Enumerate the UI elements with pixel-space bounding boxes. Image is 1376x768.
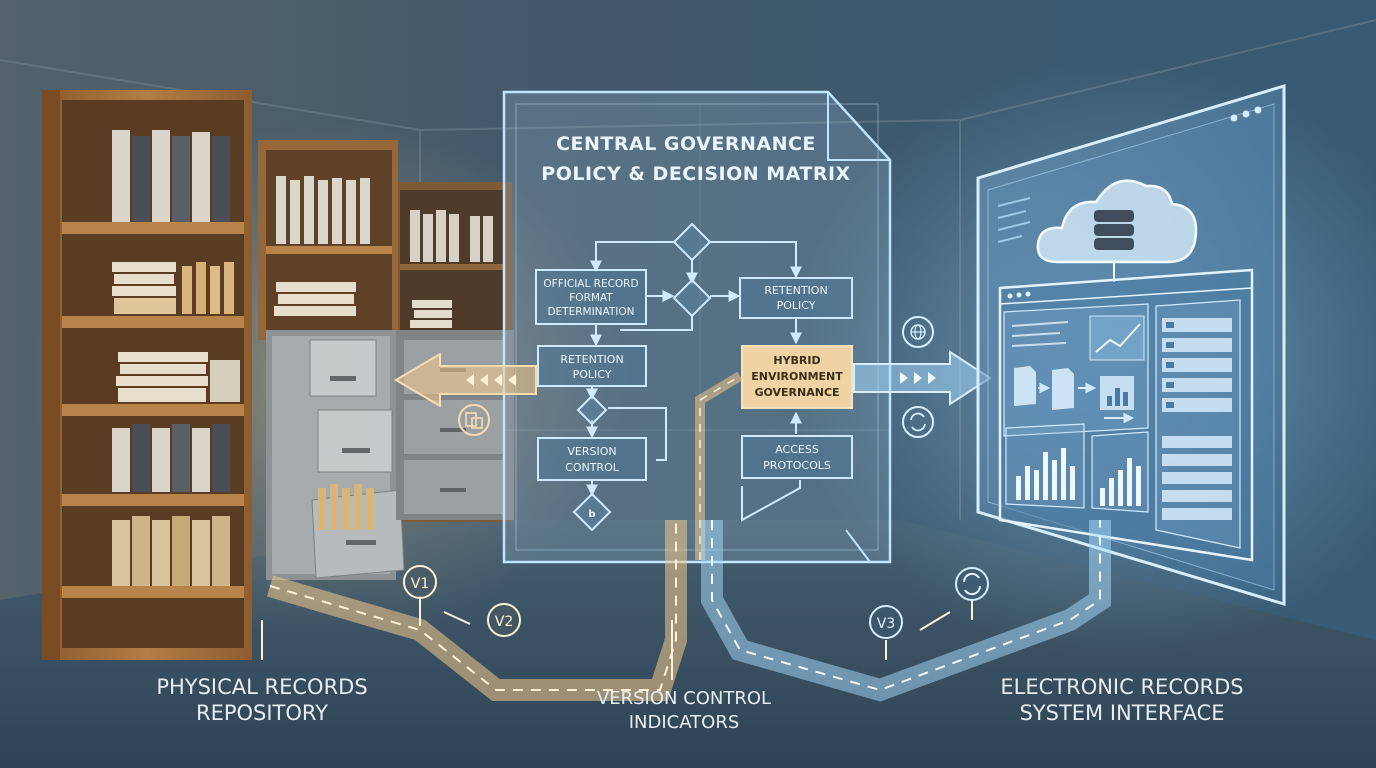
digital-flow-path (701, 480, 1111, 702)
folder-transfer-icon (458, 404, 490, 436)
node-hybrid-line-3: GOVERNANCE (754, 386, 839, 399)
caption-version-line-2: INDICATORS (629, 712, 740, 733)
node-official-record-line-3: DETERMINATION (547, 306, 634, 318)
decision-diamond-bottom (572, 492, 612, 532)
caption-electronic: ELECTRONIC RECORDS SYSTEM INTERFACE (1000, 675, 1243, 725)
version-pointer-lines (261, 596, 973, 680)
version-marker-v1: V1 (403, 565, 437, 599)
node-access-line-2: PROTOCOLS (763, 459, 831, 472)
bottom-bar-chart-right (1091, 431, 1149, 513)
decision-diamond-middle (672, 278, 712, 318)
binder-row-4 (112, 424, 230, 492)
caption-electronic-line-1: ELECTRONIC RECORDS (1000, 675, 1243, 699)
node-access-line-1: ACCESS (775, 443, 819, 456)
node-hybrid-line-2: ENVIRONMENT (751, 370, 843, 383)
sync-icon (902, 406, 934, 438)
caption-physical: PHYSICAL RECORDS REPOSITORY (156, 675, 367, 725)
electronic-records-system (976, 83, 1286, 607)
sync-marker-icon (955, 567, 989, 601)
caption-version-line-1: VERSION CONTROL (597, 688, 771, 709)
decision-diamond-top (672, 222, 712, 262)
decision-mark: b (588, 509, 595, 520)
version-marker-v2: V2 (487, 603, 521, 637)
binder-row-1 (112, 130, 230, 222)
node-retention-policy-right: RETENTION POLICY (739, 277, 853, 319)
filing-cabinet (266, 330, 405, 580)
window-controls (1230, 106, 1262, 122)
node-official-record-line-2: FORMAT (569, 292, 613, 304)
physical-flow-path (266, 371, 743, 701)
decision-diamonds (572, 222, 712, 532)
svg-text:V1: V1 (411, 576, 429, 592)
node-official-record-line-1: OFFICIAL RECORD (543, 278, 638, 290)
flow-arrow-to-physical (394, 352, 537, 408)
bottom-bar-chart-left (1005, 423, 1085, 509)
document-icon (1014, 366, 1074, 410)
node-version-control-line-2: CONTROL (565, 461, 620, 474)
version-marker-v3: V3 (869, 605, 903, 639)
binder-row-5 (112, 516, 230, 586)
policy-title-line-2: POLICY & DECISION MATRIX (541, 163, 850, 185)
paper-stack-row-3 (116, 352, 240, 402)
caption-physical-line-1: PHYSICAL RECORDS (156, 675, 367, 699)
node-retention-left-line-1: RETENTION (560, 353, 623, 366)
node-retention-right-line-2: POLICY (777, 299, 816, 312)
server-rack-icon (1155, 299, 1241, 549)
svg-text:V3: V3 (877, 616, 895, 632)
wood-bookcase (42, 90, 252, 660)
node-version-control-line-1: VERSION (567, 445, 616, 458)
node-version-control: VERSION CONTROL (537, 437, 647, 481)
sidebar-lines (997, 197, 1031, 243)
app-window (998, 268, 1254, 562)
middle-shelf-unit (258, 140, 398, 340)
database-cloud-icon (1036, 179, 1198, 282)
flow-arrow-to-electronic (853, 350, 992, 406)
line-chart-icon (1089, 315, 1145, 361)
caption-physical-line-2: REPOSITORY (196, 701, 328, 725)
physical-records-repository (42, 90, 514, 660)
node-retention-left-line-2: POLICY (573, 368, 612, 381)
decision-diamond-lower (576, 394, 608, 426)
doc-transfer-arrows (1038, 382, 1135, 424)
paper-stack-row-2 (112, 262, 234, 314)
caption-electronic-line-2: SYSTEM INTERFACE (1019, 701, 1224, 725)
node-official-record-format: OFFICIAL RECORD FORMAT DETERMINATION (535, 269, 647, 325)
caption-version: VERSION CONTROL INDICATORS (597, 688, 771, 733)
node-access-protocols: ACCESS PROTOCOLS (741, 435, 853, 479)
bar-chart-icon (1100, 376, 1134, 410)
svg-text:V2: V2 (495, 614, 513, 630)
node-hybrid-environment-governance: HYBRID ENVIRONMENT GOVERNANCE (741, 345, 853, 409)
node-retention-policy-left: RETENTION POLICY (537, 345, 647, 387)
policy-title-line-1: CENTRAL GOVERNANCE (556, 133, 816, 155)
node-hybrid-line-1: HYBRID (773, 354, 820, 367)
globe-icon (902, 316, 934, 348)
back-filing-cabinet (396, 330, 514, 520)
node-retention-right-line-1: RETENTION (764, 284, 827, 297)
